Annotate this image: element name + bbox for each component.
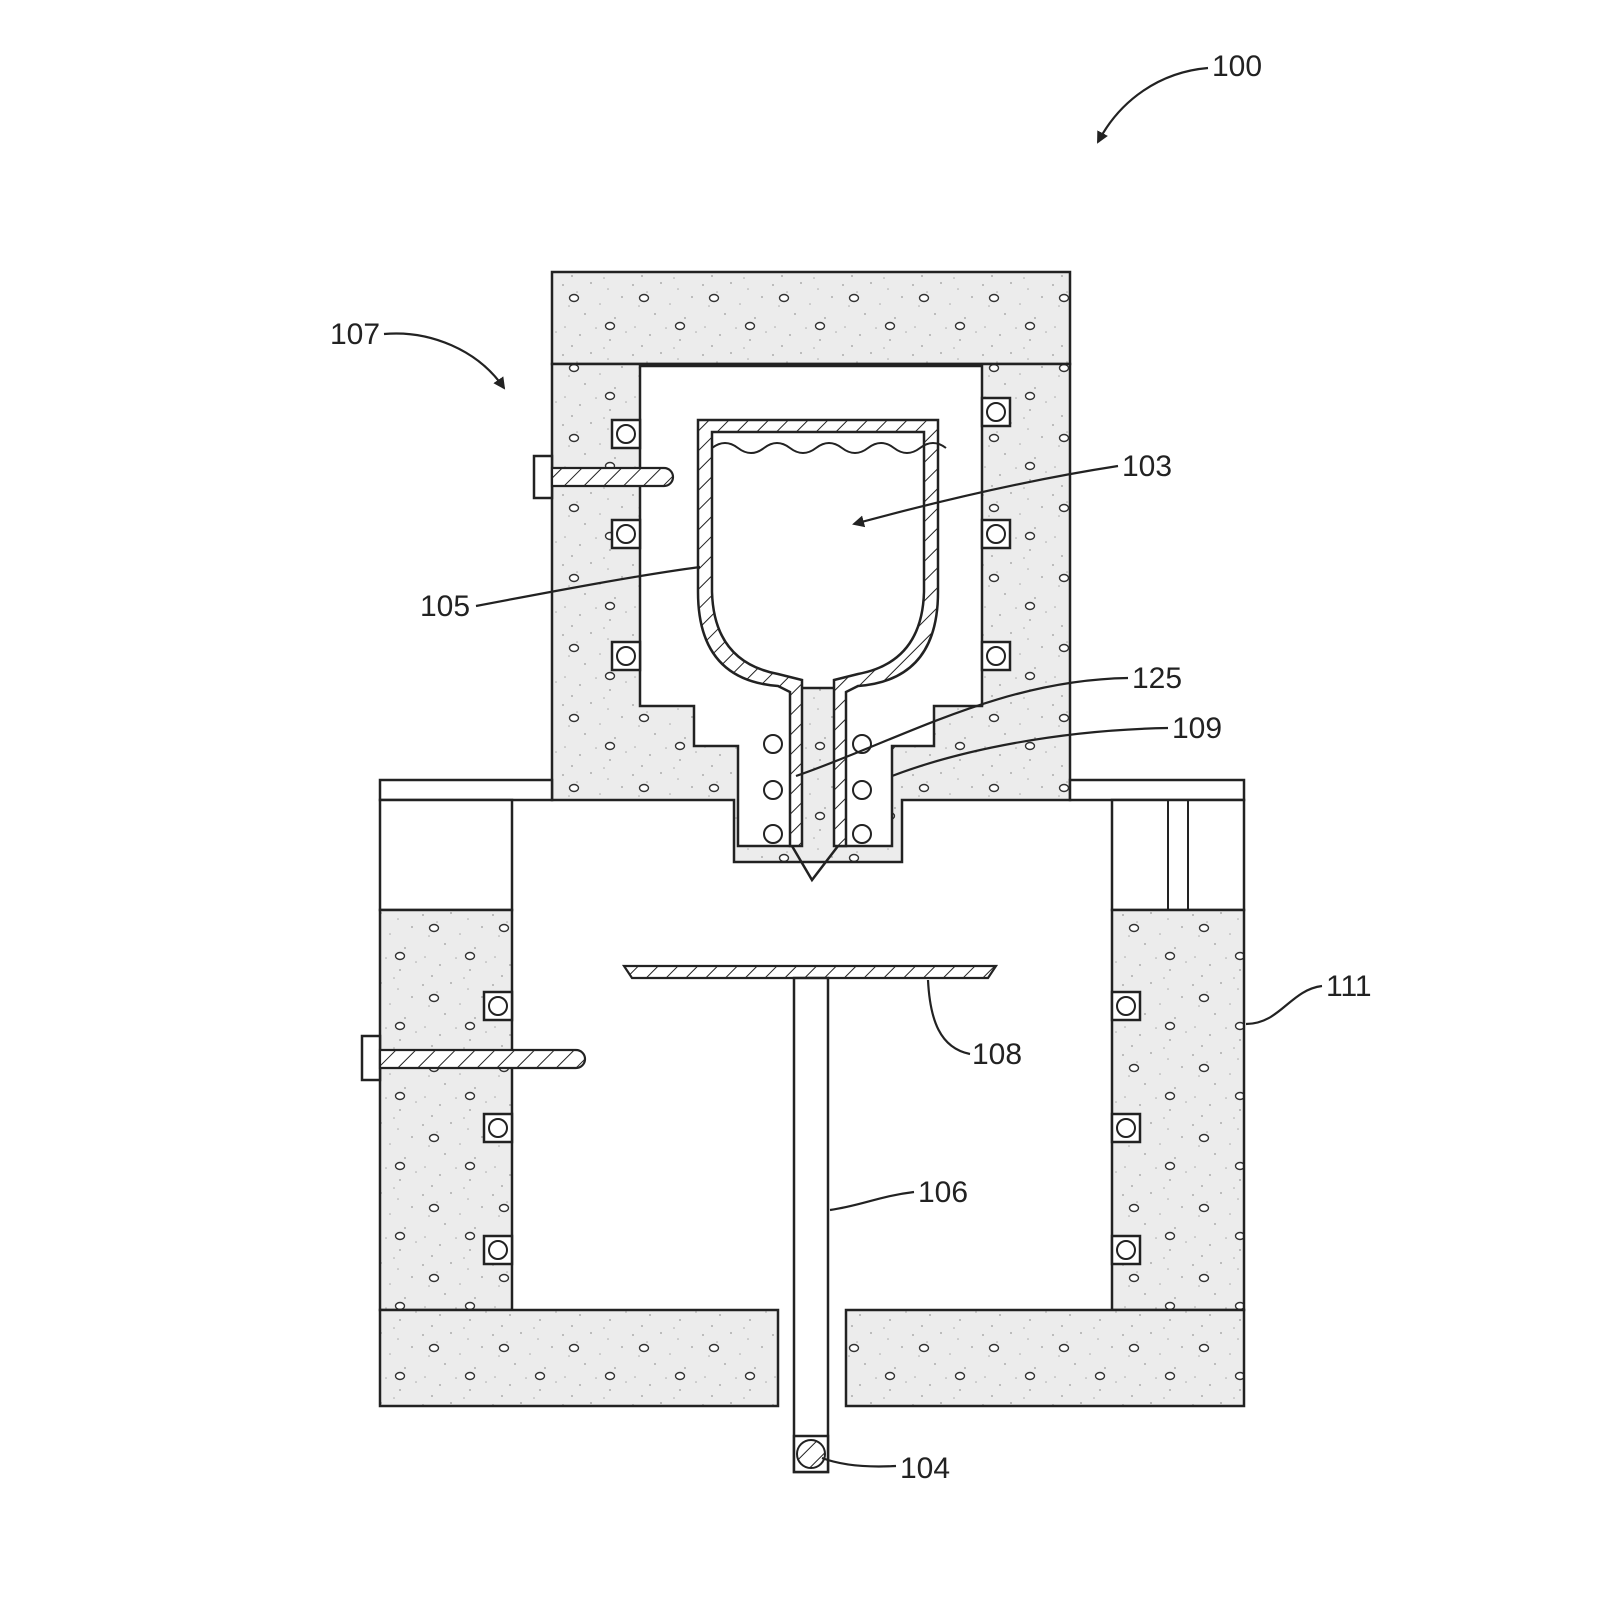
substrate-assembly xyxy=(621,964,999,1474)
upper-furnace xyxy=(532,270,1072,883)
lead-105 xyxy=(475,565,701,608)
shaft xyxy=(792,976,830,1474)
lower-heaters-left xyxy=(482,990,514,1266)
lead-108 xyxy=(926,979,971,1056)
upper-heaters-right xyxy=(980,396,1012,672)
upper-port-flange xyxy=(532,454,554,500)
upper-spacer-left xyxy=(378,798,514,912)
top-plate-right xyxy=(1068,778,1246,802)
crucible xyxy=(696,418,947,848)
bottom-insulation-right xyxy=(844,1308,1246,1408)
lower-port-flange xyxy=(360,1034,382,1082)
label-107: 107 xyxy=(330,318,380,351)
melt-surface xyxy=(711,442,947,454)
lead-104 xyxy=(821,1456,897,1468)
reference-numerals: 100 107 103 105 125 109 111 108 106 104 xyxy=(330,50,1372,1485)
label-100: 100 xyxy=(1212,50,1262,83)
upper-heaters-left xyxy=(610,418,642,672)
lead-111 xyxy=(1245,984,1323,1026)
label-125: 125 xyxy=(1132,662,1182,695)
label-103: 103 xyxy=(1122,450,1172,483)
label-105: 105 xyxy=(420,590,470,623)
bottom-insulation-left xyxy=(378,1308,780,1408)
substrate-plate xyxy=(621,964,999,980)
lower-thermocouple xyxy=(378,1048,587,1070)
lower-heaters-right xyxy=(1110,990,1142,1266)
label-104: 104 xyxy=(900,1452,950,1485)
nozzle-heaters xyxy=(763,734,872,844)
arrow-103 xyxy=(852,464,1119,528)
top-plate-left xyxy=(378,778,554,802)
upper-spacer-right xyxy=(1110,798,1246,912)
lead-125 xyxy=(795,676,1129,778)
label-108: 108 xyxy=(972,1038,1022,1071)
label-109: 109 xyxy=(1172,712,1222,745)
nozzle-tip xyxy=(790,845,839,883)
leader-lines xyxy=(383,66,1323,1468)
crucible-wall xyxy=(696,418,940,848)
lower-chamber xyxy=(360,778,1246,1408)
upper-thermocouple xyxy=(550,466,675,488)
label-106: 106 xyxy=(918,1176,968,1209)
upper-furnace-lid xyxy=(550,270,1072,366)
arrow-100 xyxy=(1097,66,1209,144)
arrow-107 xyxy=(383,332,506,390)
lead-106 xyxy=(829,1190,915,1212)
drive-roller xyxy=(796,1439,826,1469)
lead-109 xyxy=(891,726,1169,778)
label-111: 111 xyxy=(1326,970,1372,1003)
